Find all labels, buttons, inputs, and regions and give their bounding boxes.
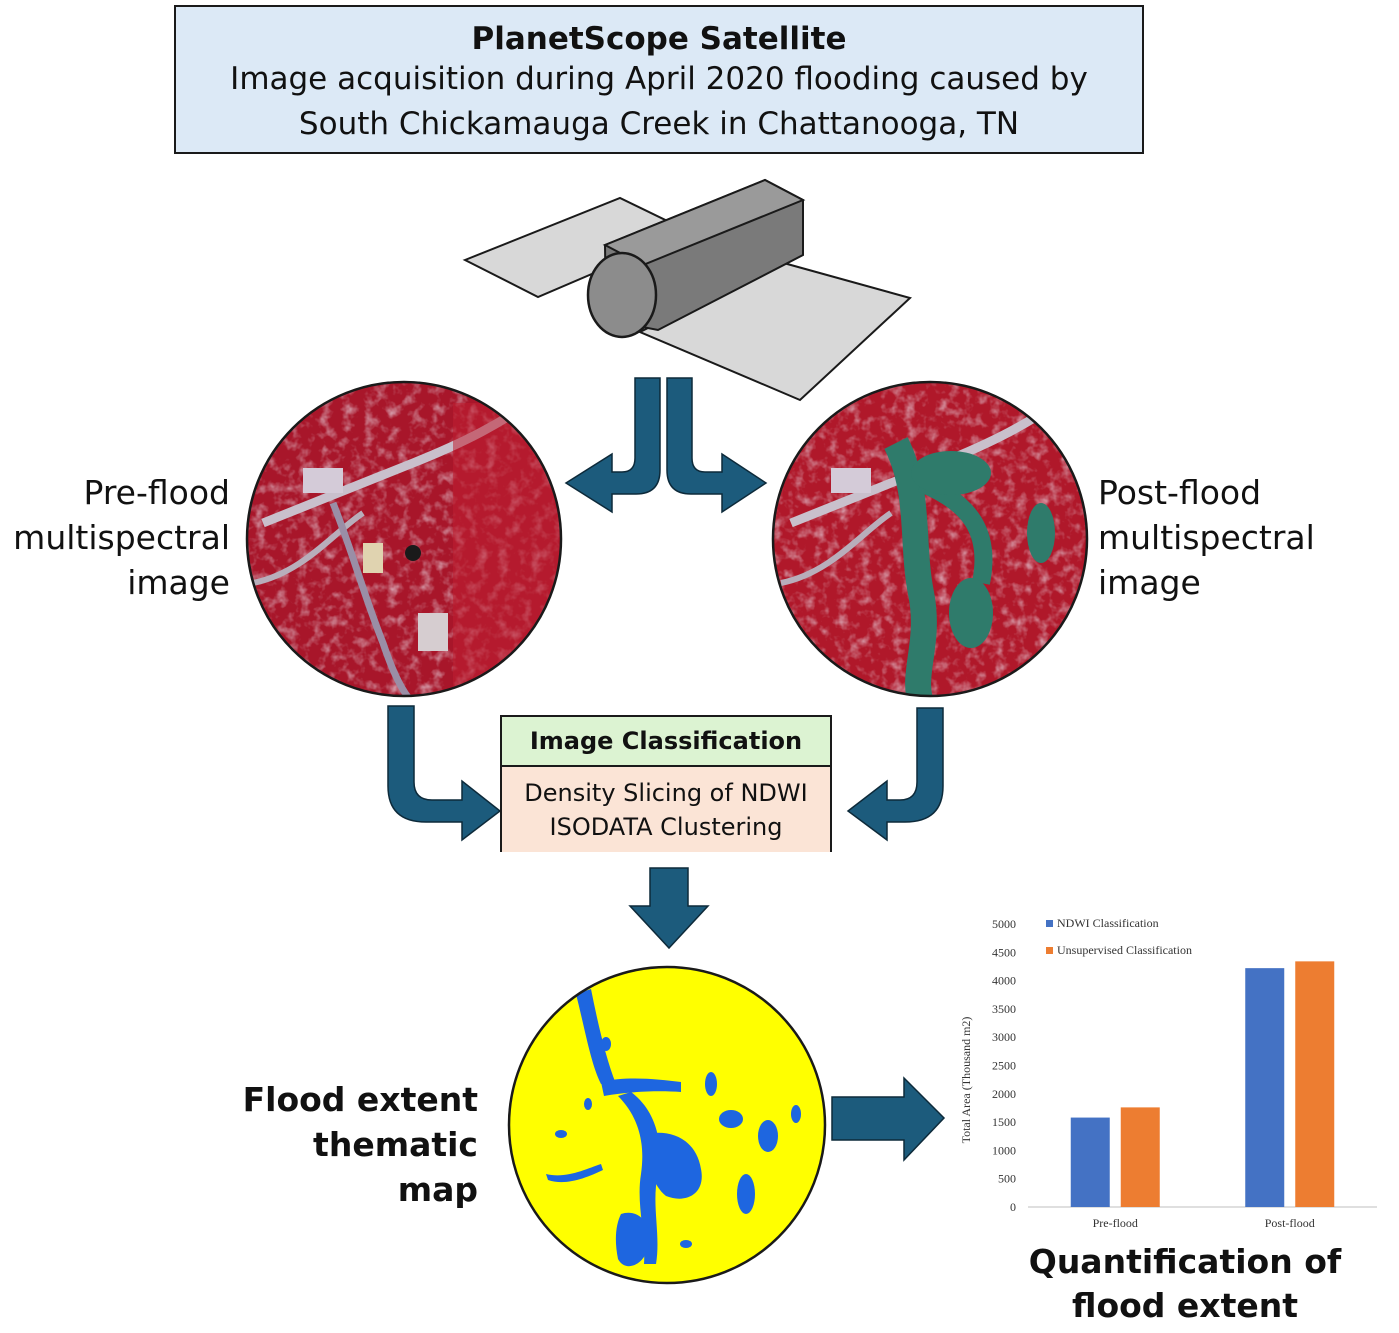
chart-y-tick-label: 5000 xyxy=(992,917,1016,931)
classification-box: Image Classification Density Slicing of … xyxy=(500,715,832,852)
quantification-label-line-2: flood extent xyxy=(1071,1286,1298,1325)
chart-y-tick-label: 4000 xyxy=(992,974,1016,988)
chart-x-tick-label: Pre-flood xyxy=(1093,1216,1138,1230)
chart-y-tick-label: 0 xyxy=(1010,1200,1016,1214)
classification-method-ndwi: Density Slicing of NDWI xyxy=(524,779,808,807)
chart-y-tick-label: 4500 xyxy=(992,945,1016,959)
flood-extent-label-line-3: map xyxy=(397,1170,478,1209)
chart-y-tick-label: 3000 xyxy=(992,1030,1016,1044)
chart-y-tick-label: 500 xyxy=(998,1172,1016,1186)
pre-flood-label-line-2: multispectral xyxy=(13,518,230,557)
chart-y-tick-label: 3500 xyxy=(992,1002,1016,1016)
quantification-label-line-1: Quantification of xyxy=(1028,1242,1342,1281)
subtitle-line-1: Image acquisition during April 2020 floo… xyxy=(230,61,1088,97)
satellite-icon xyxy=(462,178,912,402)
chart-legend-swatch xyxy=(1046,947,1053,954)
post-flood-label: Post-flood multispectral image xyxy=(1098,470,1315,605)
quantification-label: Quantification of flood extent xyxy=(1000,1240,1370,1328)
classification-methods: Density Slicing of NDWI ISODATA Clusteri… xyxy=(502,767,830,852)
chart-y-axis-label: Total Area (Thousand m2) xyxy=(959,1017,973,1144)
title: PlanetScope Satellite xyxy=(471,21,847,57)
chart-y-tick-label: 2000 xyxy=(992,1087,1016,1101)
post-flood-label-line-1: Post-flood xyxy=(1098,473,1262,512)
chart-bar-unsupervised-pre-flood xyxy=(1120,1107,1160,1207)
post-flood-image xyxy=(771,380,1089,698)
classification-header: Image Classification xyxy=(502,717,830,767)
flood-extent-map xyxy=(507,965,827,1285)
pre-flood-label-line-1: Pre-flood xyxy=(83,473,231,512)
chart-bar-unsupervised-post-flood xyxy=(1295,961,1335,1207)
chart-legend-label: NDWI Classification xyxy=(1057,916,1159,930)
flood-area-bar-chart: 0 500 1000 1500 2000 2500 3000 3500 4000 4500 5000… xyxy=(959,916,1377,1230)
chart-legend-swatch xyxy=(1046,920,1053,927)
post-flood-label-line-3: image xyxy=(1098,563,1201,602)
chart-y-tick-label: 1500 xyxy=(992,1115,1016,1129)
chart-bar-ndwi-post-flood xyxy=(1245,968,1285,1207)
subtitle-line-2: South Chickamauga Creek in Chattanooga, … xyxy=(298,106,1020,142)
title-box: PlanetScope Satellite Image acquisition … xyxy=(174,5,1144,154)
flood-extent-label: Flood extent thematic map xyxy=(243,1077,478,1212)
chart-legend-label: Unsupervised Classification xyxy=(1057,943,1192,957)
pre-flood-label-line-3: image xyxy=(127,563,230,602)
chart-y-tick-label: 1000 xyxy=(992,1143,1016,1157)
flood-extent-label-line-1: Flood extent xyxy=(242,1080,478,1119)
classification-method-isodata: ISODATA Clustering xyxy=(549,813,783,841)
post-flood-label-line-2: multispectral xyxy=(1098,518,1315,557)
chart-bar-ndwi-pre-flood xyxy=(1070,1117,1110,1207)
chart-y-tick-label: 2500 xyxy=(992,1059,1016,1073)
pre-flood-image xyxy=(245,380,563,698)
flood-extent-label-line-2: thematic xyxy=(313,1125,478,1164)
pre-flood-label: Pre-flood multispectral image xyxy=(13,470,230,605)
chart-x-tick-label: Post-flood xyxy=(1265,1216,1315,1230)
